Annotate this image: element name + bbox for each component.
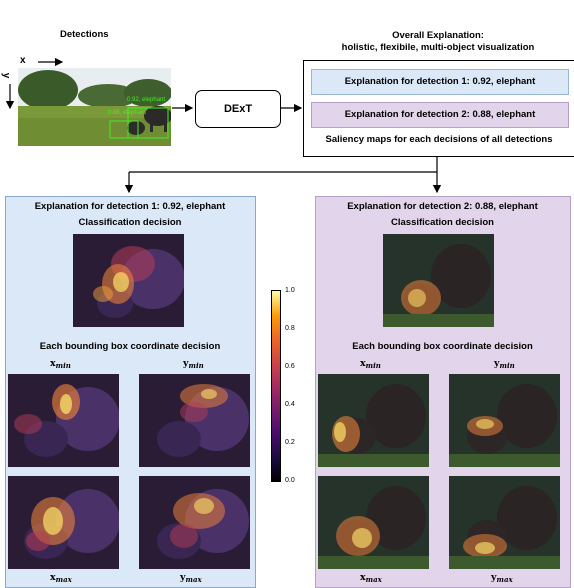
colorbar-tick-1: 1.0 [285,287,295,294]
colorbar-tick-3: 0.6 [285,363,295,370]
left-ymin-var: y [183,358,189,369]
left-xmin-saliency [8,374,119,467]
right-xmin-var: x [360,358,366,369]
expl2-bar: Explanation for detection 2: 0.88, eleph… [311,102,569,128]
left-bbox-caption: Each bounding box coordinate decision [39,341,221,352]
left-xmax-saliency [8,476,119,569]
colorbar-tick-5: 0.2 [285,439,295,446]
right-ymin-saliency [449,374,560,467]
dext-box: DExT [195,90,281,128]
right-xmax-saliency [318,476,429,569]
left-xmin-label: xmin [50,358,71,370]
left-classification-label: Classification decision [78,217,182,228]
left-xmax-label: xmax [50,572,72,584]
overall-subtitle: holistic, flexibile, multi-object visual… [341,42,535,53]
right-ymax-var: y [491,572,497,583]
right-ymin-sub: min [499,361,515,370]
right-xmax-var: x [360,572,366,583]
left-xmin-sub: min [55,361,71,370]
right-ymax-label: ymax [491,572,513,584]
colorbar-tick-4: 0.4 [285,401,295,408]
y-axis-label: y [0,72,12,79]
left-classification-saliency [73,234,184,327]
left-ymax-label: ymax [180,572,202,584]
colorbar [271,290,281,482]
right-classification-label: Classification decision [391,217,494,228]
left-xmax-sub: max [55,575,72,584]
detections-title: Detections [60,29,109,40]
dext-label: DExT [223,103,253,115]
left-ymax-var: y [180,572,186,583]
right-xmin-label: xmin [360,358,381,370]
overall-title: Overall Explanation: [392,30,484,41]
left-ymax-saliency [139,476,250,569]
right-xmax-sub: max [365,575,382,584]
left-ymin-saliency [139,374,250,467]
left-xmax-var: x [50,572,56,583]
right-xmin-sub: min [365,361,381,370]
detection-photo [18,68,171,146]
x-axis-label: x [20,55,26,66]
left-xmin-var: x [50,358,56,369]
colorbar-tick-2: 0.8 [285,325,295,332]
left-panel-title: Explanation for detection 1: 0.92, eleph… [34,201,226,212]
saliency-caption: Saliency maps for each decisions of all … [325,134,553,145]
right-ymax-saliency [449,476,560,569]
expl1-bar: Explanation for detection 1: 0.92, eleph… [311,69,569,95]
det-label-2: 0.88, elephant [108,110,147,116]
right-xmax-label: xmax [360,572,382,584]
right-panel-title: Explanation for detection 2: 0.88, eleph… [347,201,538,212]
colorbar-tick-6: 0.0 [285,477,295,484]
left-ymax-sub: max [185,575,202,584]
right-ymax-sub: max [496,575,513,584]
right-ymin-label: ymin [494,358,515,370]
right-ymin-var: y [494,358,500,369]
right-bbox-caption: Each bounding box coordinate decision [352,341,533,352]
right-classification-saliency [383,234,494,327]
left-ymin-sub: min [188,361,204,370]
right-xmin-saliency [318,374,429,467]
left-ymin-label: ymin [183,358,204,370]
det-label-1: 0.92, elephant [127,97,166,103]
